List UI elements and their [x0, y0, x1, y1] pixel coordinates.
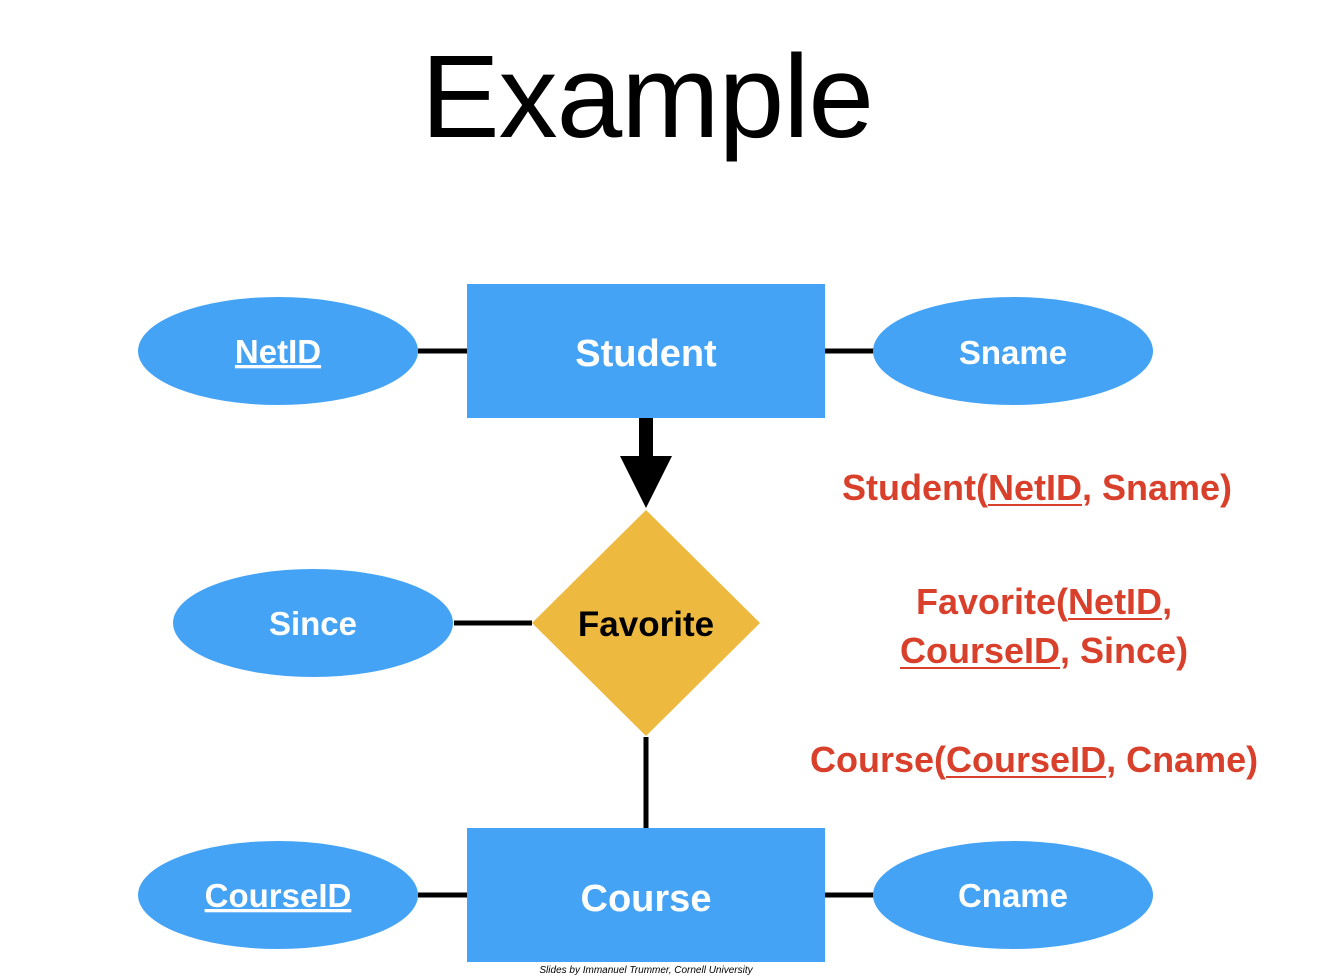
attribute-courseid-label: CourseID — [205, 877, 352, 914]
attribute-sname: Sname — [873, 297, 1153, 405]
attribute-sname-label: Sname — [959, 334, 1067, 371]
attribute-netid: NetID — [138, 297, 418, 405]
schema-favorite-key2: CourseID — [900, 629, 1061, 671]
slide-title: Example — [420, 31, 874, 163]
schema-student-key: NetID — [987, 467, 1082, 508]
schema-favorite-rest2: , Since) — [1060, 629, 1189, 671]
arrow-shaft — [639, 418, 653, 458]
attribute-since: Since — [173, 569, 453, 677]
attribute-netid-label: NetID — [235, 333, 321, 370]
footer-credit: Slides by Immanuel Trummer, Cornell Univ… — [539, 965, 753, 976]
arrow-head — [620, 456, 672, 508]
schema-course-rest: , Cname) — [1106, 739, 1259, 780]
relationship-favorite: Favorite — [532, 510, 760, 736]
schema-favorite-line1: Favorite(NetID, — [900, 578, 1188, 627]
schema-favorite-rest1: , — [1162, 581, 1173, 622]
schema-student: Student(NetID, Sname) — [842, 464, 1232, 513]
entity-course: Course — [467, 828, 825, 962]
connectors — [418, 348, 874, 898]
schema-course: Course(CourseID, Cname) — [810, 736, 1258, 785]
schema-course-prefix: Course( — [810, 739, 947, 780]
entity-course-label: Course — [581, 878, 712, 920]
schema-course-key: CourseID — [946, 739, 1107, 780]
arrow-student-favorite — [620, 418, 672, 508]
schema-favorite: Favorite(NetID, CourseID, Since) — [900, 578, 1188, 675]
schema-student-prefix: Student( — [842, 467, 988, 508]
entity-student: Student — [467, 284, 825, 418]
schema-favorite-prefix: Favorite( — [916, 581, 1069, 622]
attribute-since-label: Since — [269, 605, 357, 642]
attribute-cname: Cname — [873, 841, 1153, 949]
schema-favorite-key1: NetID — [1068, 581, 1163, 622]
schema-favorite-line2: CourseID, Since) — [900, 627, 1188, 676]
attribute-cname-label: Cname — [958, 877, 1068, 914]
relationship-favorite-label: Favorite — [578, 605, 714, 644]
schema-student-rest: , Sname) — [1081, 467, 1233, 508]
attribute-courseid: CourseID — [138, 841, 418, 949]
entity-student-label: Student — [575, 333, 717, 375]
